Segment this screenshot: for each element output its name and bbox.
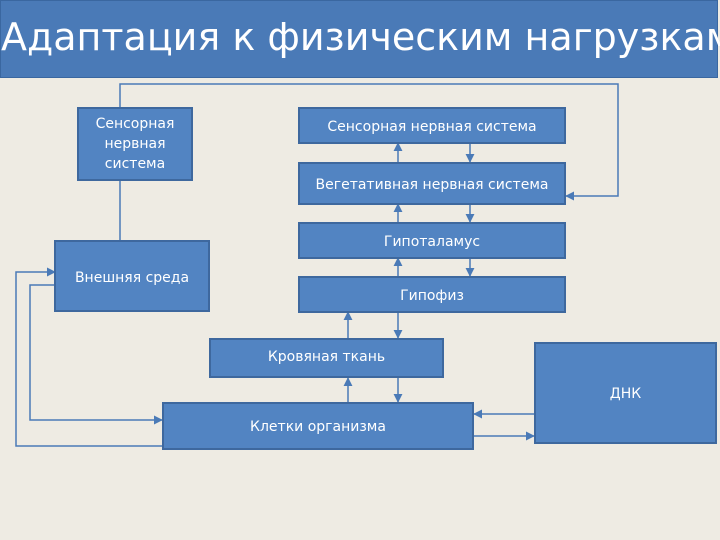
environment-label: Внешняя среда: [74, 270, 190, 286]
hypothalamus-label: Гипоталамус: [383, 234, 481, 250]
connector-environment-to-cells-inner: [29, 284, 163, 425]
body-cells-label: Клетки организма: [250, 419, 386, 435]
dna-box: ДНК: [534, 342, 717, 444]
environment-box: Внешняя среда: [54, 240, 210, 312]
pituitary-box: Гипофиз: [298, 276, 566, 313]
body-cells-box: Клетки организма: [162, 402, 474, 450]
sensory-system-left-box: Сенсорная нервная система: [77, 107, 193, 181]
connector-environment-to-cells-outer: [15, 267, 162, 447]
pituitary-label: Гипофиз: [400, 288, 464, 304]
sensory-system-right-box: Сенсорная нервная система: [298, 107, 566, 144]
vegetative-system-label: Вегетативная нервная система: [315, 177, 549, 193]
title-bar: Адаптация к физическим нагрузкам: [0, 0, 720, 78]
sensory-system-left-label: Сенсорная нервная система: [95, 116, 175, 172]
hypothalamus-box: Гипоталамус: [298, 222, 566, 259]
dna-label: ДНК: [609, 386, 642, 402]
vegetative-system-box: Вегетативная нервная система: [298, 162, 566, 205]
slide-title: Адаптация к физическим нагрузкам: [1, 15, 720, 59]
connector-title-loop: [119, 83, 619, 201]
sensory-system-right-label: Сенсорная нервная система: [327, 119, 537, 135]
blood-tissue-label: Кровяная ткань: [267, 349, 386, 365]
blood-tissue-box: Кровяная ткань: [209, 338, 444, 378]
